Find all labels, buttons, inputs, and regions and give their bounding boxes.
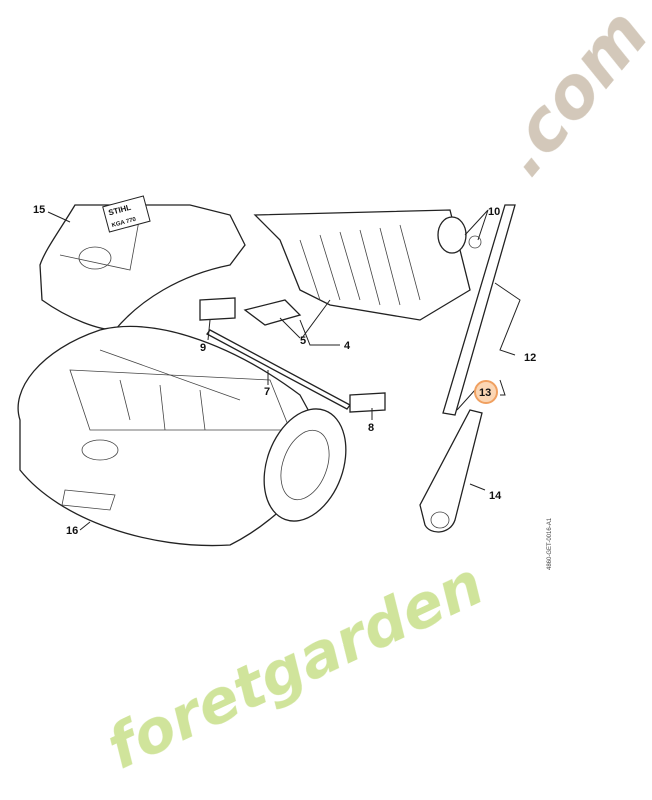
watermark-green-text: foretgarden <box>97 549 494 784</box>
part-bracket <box>243 299 302 326</box>
label-5[interactable]: 5 <box>300 335 306 347</box>
watermark-grey-text: .com <box>480 0 652 191</box>
part-lower-handle <box>419 409 483 533</box>
highlight-marker-13[interactable] <box>474 380 498 404</box>
stihl-decal: STIHL KGA 770 <box>102 195 151 233</box>
label-12[interactable]: 12 <box>524 352 536 364</box>
part-clip-8 <box>349 392 386 413</box>
label-14[interactable]: 14 <box>489 490 502 502</box>
label-9[interactable]: 9 <box>200 342 206 354</box>
label-7[interactable]: 7 <box>264 386 270 398</box>
label-13[interactable]: 13 <box>479 387 491 399</box>
part-clip-9 <box>199 297 236 321</box>
part-handle-tube <box>442 204 516 416</box>
label-15[interactable]: 15 <box>33 204 45 216</box>
part-housing <box>17 325 347 547</box>
label-16[interactable]: 16 <box>66 525 78 537</box>
label-10[interactable]: 10 <box>488 206 500 218</box>
part-scarifier <box>253 209 482 321</box>
part-rod <box>206 329 351 410</box>
drawing-code: 4860-GET-0016-A1 <box>547 517 553 570</box>
part-labels: 4 5 7 8 9 10 12 13 14 15 16 <box>33 204 536 537</box>
label-4[interactable]: 4 <box>344 340 351 352</box>
label-8[interactable]: 8 <box>368 422 374 434</box>
part-cover: STIHL KGA 770 <box>39 195 246 331</box>
